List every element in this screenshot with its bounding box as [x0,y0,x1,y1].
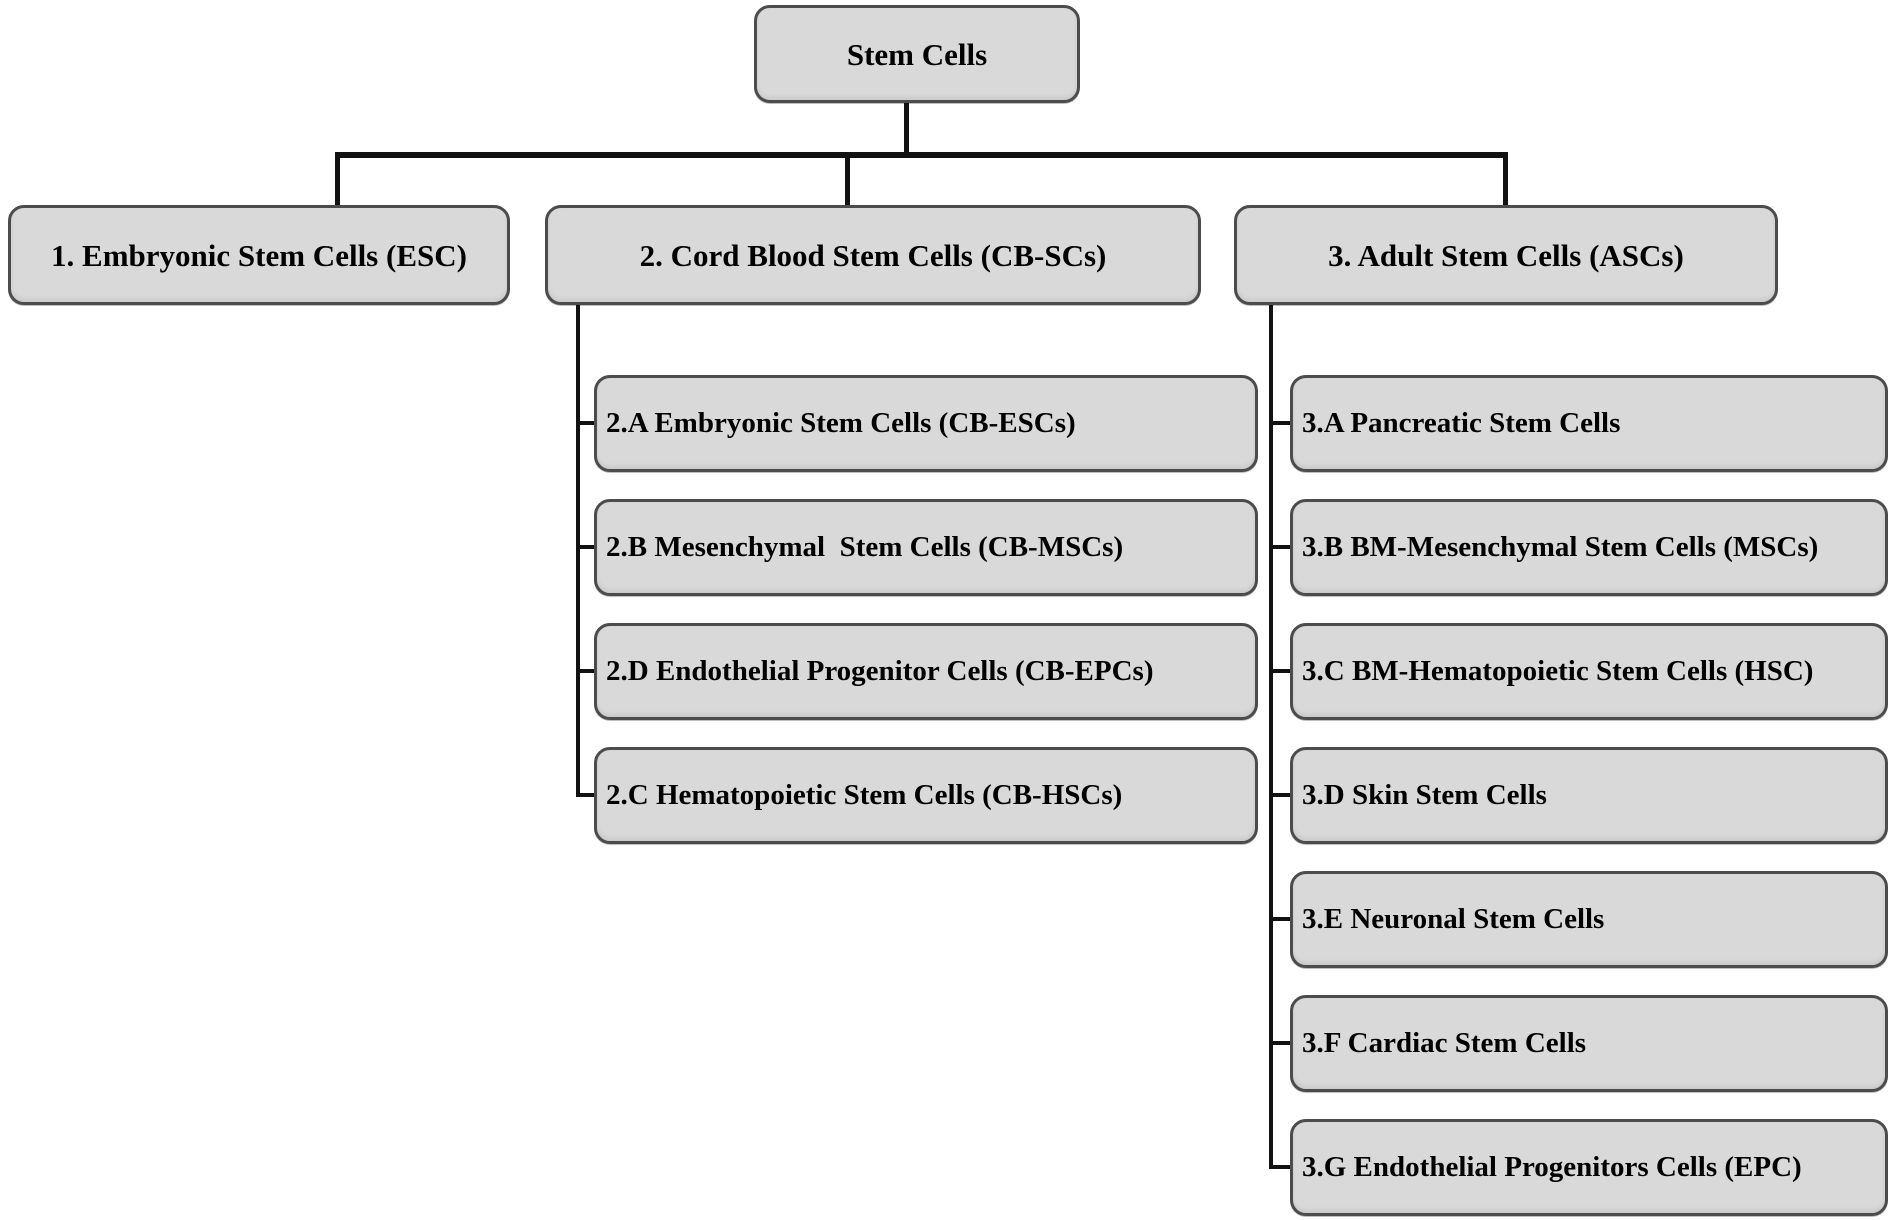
connector-stub-2a [576,421,596,425]
connector-trunk-branch-2 [576,303,580,797]
child-node-3c-label: 3.C BM-Hematopoietic Stem Cells (HSC) [1302,655,1814,687]
child-node-2c-label: 2.C Hematopoietic Stem Cells (CB-HSCs) [606,779,1123,811]
root-node-label: Stem Cells [846,36,988,72]
connector-stub-2d [576,669,596,673]
connector-drop-branch-1 [335,152,340,207]
child-node-3e-label: 3.E Neuronal Stem Cells [1302,903,1605,935]
connector-trunk-branch-3 [1269,303,1273,1169]
child-node-3g-label: 3.G Endothelial Progenitors Cells (EPC) [1302,1151,1802,1183]
connector-stub-3b [1269,545,1292,549]
connector-stub-3c [1269,669,1292,673]
connector-stub-2b [576,545,596,549]
child-node-2a: 2.A Embryonic Stem Cells (CB-ESCs) [594,375,1258,472]
child-node-3f-label: 3.F Cardiac Stem Cells [1302,1027,1587,1059]
branch-node-embryonic: 1. Embryonic Stem Cells (ESC) [8,205,510,305]
branch-node-adult: 3. Adult Stem Cells (ASCs) [1234,205,1778,305]
branch-node-cord-blood: 2. Cord Blood Stem Cells (CB-SCs) [545,205,1201,305]
child-node-3d-label: 3.D Skin Stem Cells [1302,779,1547,811]
connector-root-stem [904,103,909,155]
connector-rail [335,152,1508,158]
child-node-2b-label: 2.B Mesenchymal Stem Cells (CB-MSCs) [606,531,1124,563]
connector-stub-3e [1269,917,1292,921]
branch-node-adult-label: 3. Adult Stem Cells (ASCs) [1328,237,1684,273]
connector-stub-3a [1269,421,1292,425]
child-node-2d: 2.D Endothelial Progenitor Cells (CB-EPC… [594,623,1258,720]
child-node-3a-label: 3.A Pancreatic Stem Cells [1302,407,1621,439]
child-node-2b: 2.B Mesenchymal Stem Cells (CB-MSCs) [594,499,1258,596]
connector-stub-2c [576,793,596,797]
connector-stub-3f [1269,1041,1292,1045]
branch-node-embryonic-label: 1. Embryonic Stem Cells (ESC) [51,237,467,273]
connector-drop-branch-2 [845,152,850,207]
child-node-3f: 3.F Cardiac Stem Cells [1290,995,1888,1092]
child-node-2c: 2.C Hematopoietic Stem Cells (CB-HSCs) [594,747,1258,844]
child-node-3b: 3.B BM-Mesenchymal Stem Cells (MSCs) [1290,499,1888,596]
root-node: Stem Cells [754,5,1080,103]
child-node-2a-label: 2.A Embryonic Stem Cells (CB-ESCs) [606,407,1076,439]
connector-drop-branch-3 [1503,152,1508,207]
branch-node-cord-blood-label: 2. Cord Blood Stem Cells (CB-SCs) [639,237,1107,273]
child-node-3c: 3.C BM-Hematopoietic Stem Cells (HSC) [1290,623,1888,720]
child-node-3b-label: 3.B BM-Mesenchymal Stem Cells (MSCs) [1302,531,1819,563]
connector-stub-3d [1269,793,1292,797]
child-node-3g: 3.G Endothelial Progenitors Cells (EPC) [1290,1119,1888,1216]
child-node-2d-label: 2.D Endothelial Progenitor Cells (CB-EPC… [606,655,1154,687]
child-node-3a: 3.A Pancreatic Stem Cells [1290,375,1888,472]
connector-stub-3g [1269,1165,1292,1169]
child-node-3d: 3.D Skin Stem Cells [1290,747,1888,844]
child-node-3e: 3.E Neuronal Stem Cells [1290,871,1888,968]
